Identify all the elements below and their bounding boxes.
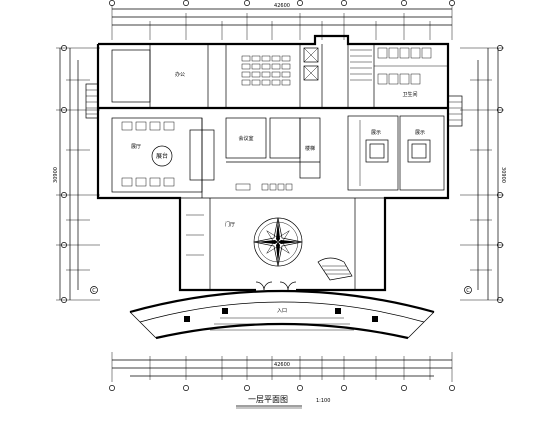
left-grid-bubbles [61, 45, 67, 303]
left-total-dimension: 30900 [53, 167, 59, 183]
bottom-total-dimension: 42600 [274, 362, 290, 368]
right-dimension-lines [460, 47, 504, 301]
right-exhibition-rooms [347, 115, 445, 191]
drawing-title: 一层平面图 [248, 395, 288, 404]
compass-rose-floor-pattern [253, 217, 303, 267]
room-label-right-hall-2: 展示 [415, 130, 425, 136]
left-dimension-lines [56, 47, 100, 301]
left-exhibition-hall [111, 117, 215, 198]
exterior-walls [96, 34, 450, 292]
top-rooms [111, 44, 448, 108]
service-stair [350, 49, 372, 81]
top-total-dimension: 42600 [274, 3, 290, 9]
right-exterior-stair [447, 95, 463, 127]
section-marker-right: C [466, 288, 470, 294]
section-markers [90, 286, 472, 294]
room-label-meeting: 会议室 [238, 135, 253, 142]
toilet-cubicles [374, 47, 448, 85]
right-total-dimension: 30900 [500, 167, 506, 183]
room-label-annex: 办公 [175, 71, 185, 78]
elevator-shaft [303, 47, 319, 81]
lobby-stair [317, 257, 353, 281]
room-label-toilets: 卫生间 [402, 91, 417, 98]
room-label-exhibit-stand: 展台 [156, 152, 168, 160]
left-exterior-stair [85, 83, 99, 119]
right-grid-bubbles [497, 45, 503, 303]
seating-block [241, 55, 291, 86]
entrance-canopy [129, 289, 435, 340]
room-label-left-hall: 展厅 [131, 144, 141, 150]
entrance-label: 入口 [277, 308, 287, 314]
bottom-dimension-lines [111, 352, 453, 382]
room-label-lobby: 门厅 [225, 221, 235, 228]
room-label-stair: 楼梯 [305, 145, 315, 152]
entrance-doors [210, 281, 355, 292]
room-label-right-hall-1: 展示 [371, 130, 381, 136]
section-marker-left: C [92, 288, 96, 294]
top-dimension-lines [111, 5, 453, 40]
bottom-grid-bubbles [109, 385, 455, 391]
top-grid-bubbles [109, 0, 455, 6]
lobby [186, 198, 356, 290]
center-block [225, 117, 321, 191]
drawing-scale: 1:100 [316, 398, 330, 404]
